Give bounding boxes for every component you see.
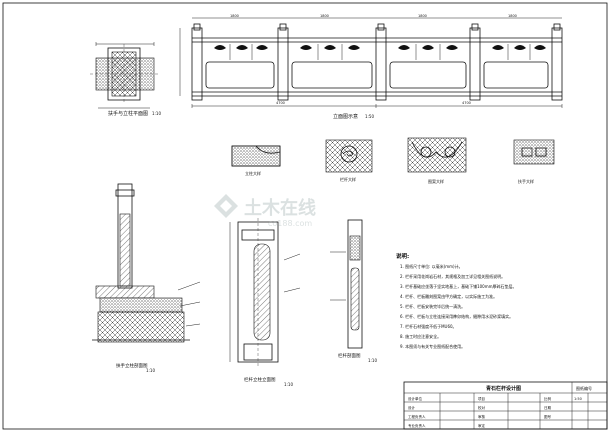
tb-r2c5: 日期	[544, 405, 552, 410]
elevation-scale: 1:50	[365, 114, 374, 119]
note-4: 4. 栏杆、栏板雕刻图案由甲方确定，以实际施工为准。	[400, 293, 497, 299]
drawing-no-label: 图纸编号	[576, 385, 592, 391]
tb-r1c5: 比例	[544, 396, 552, 401]
detail-3	[407, 137, 467, 173]
detail-1-title: 立柱大样	[245, 170, 261, 176]
dim-3: 1800	[418, 14, 427, 18]
note-6: 6. 栏杆、栏板与立柱连接采用榫卯结构，缝隙用水泥砂浆填实。	[400, 313, 513, 319]
rail-sections-title: 栏杆剖面图	[338, 352, 361, 359]
title-block	[403, 381, 608, 430]
note-9: 9. 本图须与有关专业图纸配合使用。	[400, 343, 465, 349]
post-elevation-title: 栏杆立柱立面图	[244, 376, 276, 383]
tb-r3c3: 审核	[478, 414, 486, 419]
detail-4-title: 扶手大样	[518, 178, 534, 184]
project-title: 青石栏杆设计图	[486, 385, 521, 392]
dim-4: 1800	[508, 14, 517, 18]
note-7: 7. 栏杆石材强度不低于MU60。	[400, 323, 457, 329]
watermark-brand: 土木在线	[244, 197, 316, 219]
post-section-scale: 1:10	[146, 368, 155, 373]
railing-elevation	[179, 17, 563, 108]
detail-3-title: 图案大样	[428, 178, 444, 184]
elevation-title: 立面图示意	[333, 113, 358, 120]
post-section	[92, 183, 201, 343]
watermark-site: co188.com	[268, 219, 312, 228]
tb-r1c1: 设计单位	[408, 396, 422, 401]
watermark: 土木在线 co188.com	[214, 194, 316, 228]
tb-r2c3: 校对	[478, 405, 486, 410]
plan-view-scale: 1:10	[152, 111, 161, 116]
tb-r1c6: 1:50	[574, 397, 582, 401]
tb-r1c3: 项目	[478, 396, 485, 401]
note-5: 5. 栏杆、栏板安装完毕后统一清洗。	[400, 303, 465, 309]
dim-2: 1800	[320, 14, 329, 18]
post-elevation	[229, 218, 301, 368]
note-3: 3. 栏杆基础应坐落于坚实地基上，基础下铺100mm厚碎石垫层。	[400, 283, 517, 289]
note-2: 2. 栏杆采用花岗岩石材，其规格及加工详见相关图纸说明。	[400, 273, 505, 279]
detail-2	[325, 139, 373, 173]
post-elevation-scale: 1:10	[284, 382, 293, 387]
tb-r4c3: 审定	[478, 423, 486, 428]
rail-sections	[330, 219, 363, 349]
detail-2-title: 栏杆大样	[340, 176, 356, 182]
notes-heading: 说明:	[396, 252, 409, 260]
note-8: 8. 施工时应注意安全。	[400, 333, 441, 339]
tb-r2c1: 设计	[408, 405, 416, 410]
note-1: 1. 图纸尺寸单位: 以毫米(mm)计。	[400, 263, 463, 269]
tb-r3c5: 图号	[544, 414, 552, 419]
tb-r4c1: 专业负责人	[408, 423, 426, 428]
dim-6: 4700	[462, 101, 471, 105]
detail-4	[513, 139, 555, 165]
dim-1: 1800	[230, 14, 239, 18]
plan-view-title: 扶手与立柱平面图	[108, 110, 148, 117]
rail-sections-scale: 1:10	[368, 358, 377, 363]
dim-5: 4700	[276, 101, 285, 105]
detail-1	[231, 145, 281, 167]
tb-r3c1: 工程负责人	[408, 414, 426, 419]
plan-view-small	[90, 42, 160, 109]
post-section-title: 扶手立柱剖面图	[116, 362, 148, 369]
